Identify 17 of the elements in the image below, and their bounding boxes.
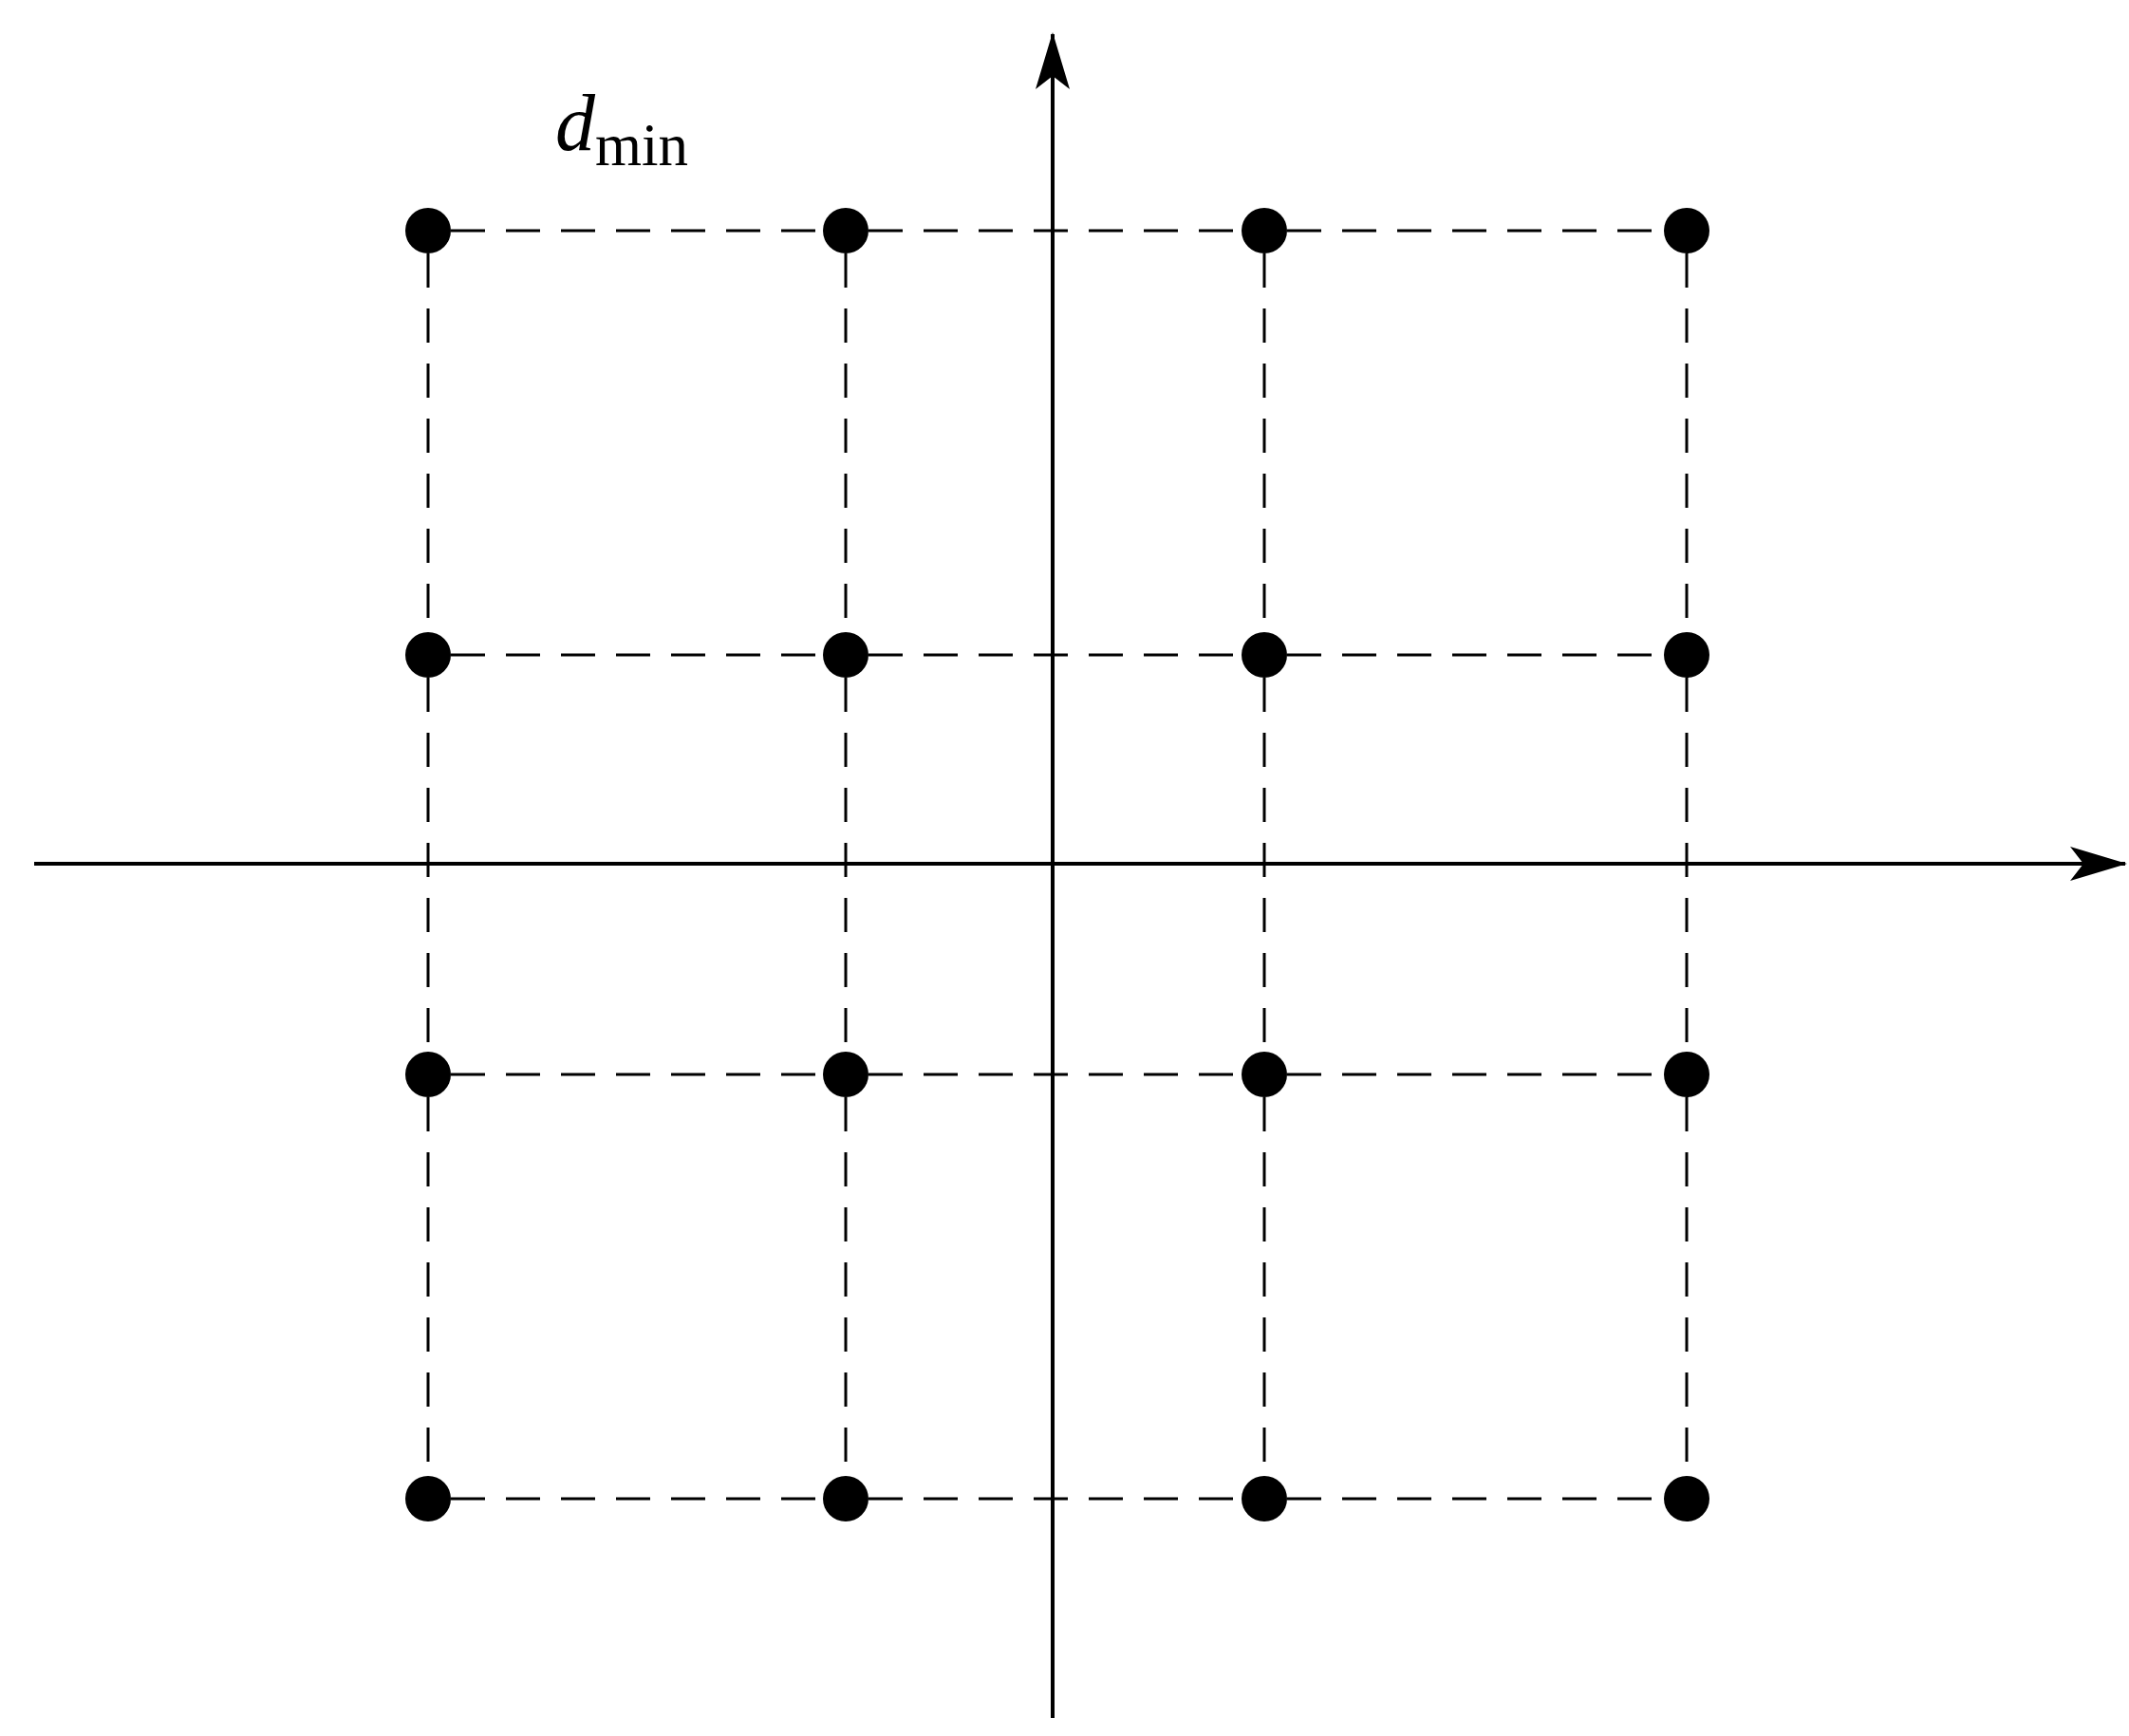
constellation-point [1664, 208, 1709, 253]
distance-label: d$_{min}$ [555, 84, 688, 163]
constellation-point [823, 632, 868, 678]
constellation-point [405, 208, 451, 253]
constellation-point [823, 208, 868, 253]
constellation-point [1664, 1476, 1709, 1521]
constellation-point [405, 1052, 451, 1097]
constellation-point [405, 632, 451, 678]
constellation-point [1242, 208, 1287, 253]
constellation-point [1242, 1052, 1287, 1097]
constellation-point [1242, 1476, 1287, 1521]
constellation-point [1664, 632, 1709, 678]
constellation-point [405, 1476, 451, 1521]
constellation-point [1242, 632, 1287, 678]
constellation-point [823, 1476, 868, 1521]
constellation-point [1664, 1052, 1709, 1097]
constellation-point [823, 1052, 868, 1097]
